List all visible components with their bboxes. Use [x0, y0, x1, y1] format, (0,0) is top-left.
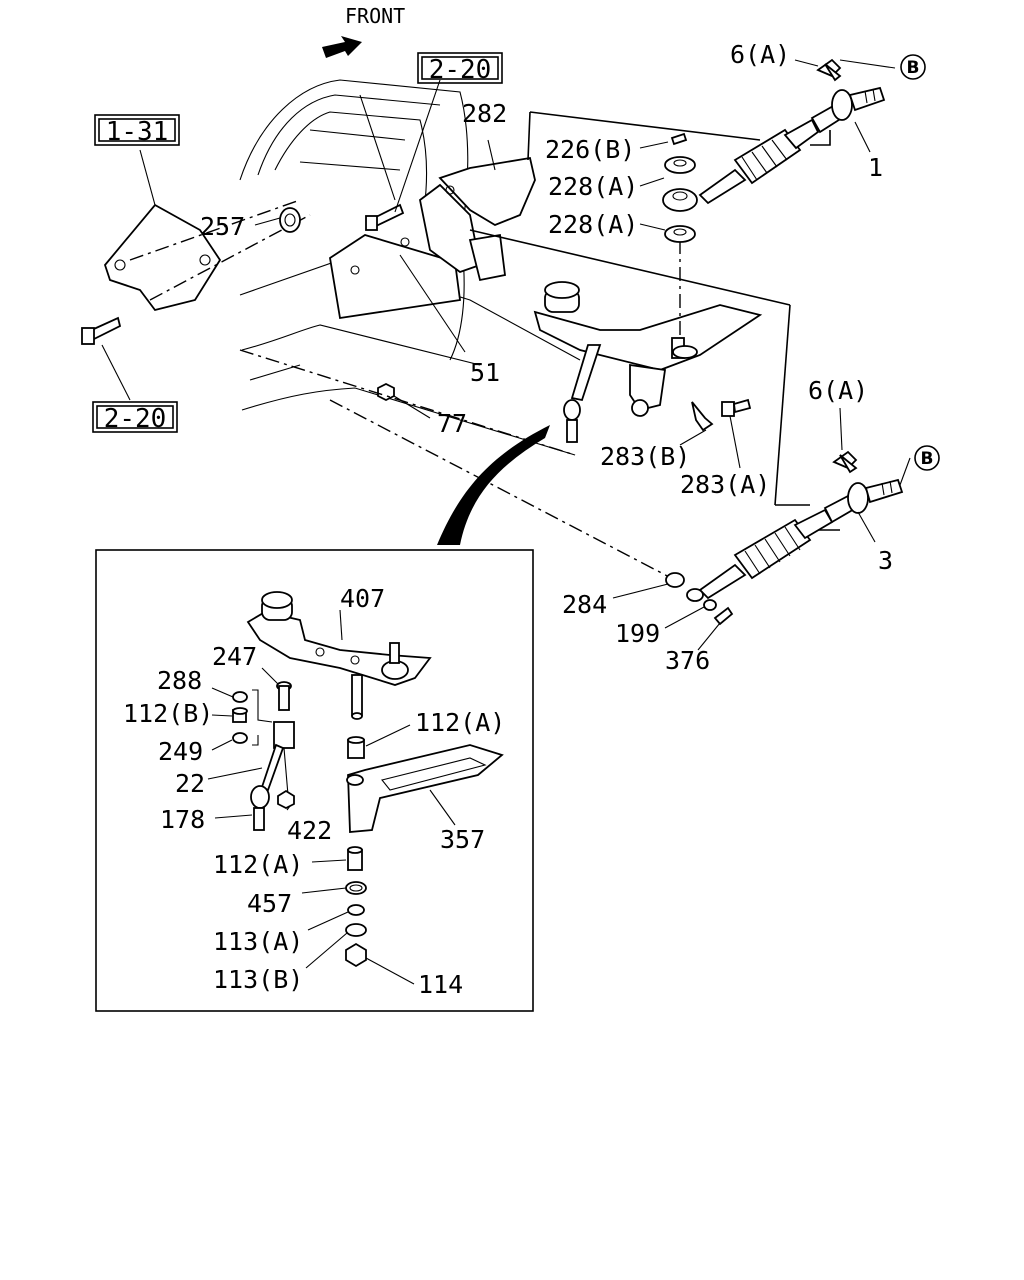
bolt-283a	[721, 398, 752, 417]
nut-77	[377, 382, 395, 402]
pin-376	[713, 606, 734, 626]
label-112a-1: 112(A)	[415, 708, 505, 737]
label-249: 249	[158, 737, 203, 766]
inset-washer-249	[232, 732, 248, 744]
label-51: 51	[470, 358, 500, 387]
leader-lines	[101, 59, 911, 651]
label-1: 1	[868, 153, 883, 182]
inset-oring-457	[345, 881, 367, 895]
label-284: 284	[562, 590, 607, 619]
bolt-left	[81, 316, 122, 345]
label-77: 77	[437, 409, 467, 438]
label-228a-2: 228(A)	[548, 210, 638, 239]
inset-link-22	[260, 721, 295, 796]
inset-bracket-357	[346, 744, 504, 833]
callout-b-top-text: B	[907, 58, 920, 78]
washer-228a-2	[664, 225, 696, 243]
washer-284	[665, 572, 685, 588]
callout-b-bottom: B	[914, 445, 940, 471]
label-282: 282	[462, 99, 507, 128]
inset-nut-422	[277, 789, 295, 810]
callout-b-top: B	[900, 54, 926, 80]
washer-228a-large	[662, 188, 698, 212]
ref-box-2-20-bottom-text: 2-20	[104, 404, 167, 434]
inset-detail: 407 247 288 112(B) 249 22 178 422 112(A)…	[95, 549, 534, 1012]
label-22: 22	[175, 769, 205, 798]
label-114: 114	[418, 970, 463, 999]
label-3: 3	[878, 546, 893, 575]
assembly-frame	[239, 111, 840, 581]
ref-box-2-20-top-text: 2-20	[429, 55, 492, 85]
cable-3	[698, 450, 904, 600]
inset-washer-113a	[347, 904, 365, 916]
label-226b: 226(B)	[545, 135, 635, 164]
ref-box-2-20-bottom: 2-20	[92, 401, 178, 434]
inset-leader-lines	[207, 609, 456, 985]
label-288: 288	[157, 666, 202, 695]
inset-bushing-112b	[232, 707, 248, 723]
inset-labels: 407 247 288 112(B) 249 22 178 422 112(A)…	[123, 584, 505, 999]
inset-shaft	[351, 674, 363, 720]
label-228a-1: 228(A)	[548, 172, 638, 201]
label-407: 407	[340, 584, 385, 613]
bushing-257	[279, 207, 301, 233]
front-arrow-icon	[322, 36, 362, 58]
label-283a: 283(A)	[680, 470, 770, 499]
label-113b: 113(B)	[213, 965, 303, 994]
inset-washer-288	[232, 691, 248, 703]
label-283b: 283(B)	[600, 442, 690, 471]
label-257: 257	[200, 212, 245, 241]
inset-washer-113b	[345, 923, 367, 937]
label-357: 357	[440, 825, 485, 854]
inset-lever-407	[246, 591, 432, 686]
bracket-282	[419, 156, 536, 282]
inset-pin-247	[276, 681, 292, 711]
label-6a-bottom: 6(A)	[808, 376, 868, 405]
label-457: 457	[247, 889, 292, 918]
front-indicator: FRONT	[322, 4, 405, 58]
cable-1	[698, 58, 886, 205]
label-422: 422	[287, 816, 332, 845]
shift-lever-assembly	[533, 281, 763, 443]
part-labels: 6(A) 1 282 226(B) 228(A) 228(A) 257 51 7…	[200, 40, 893, 675]
inset-pointer-arrow-icon	[437, 425, 550, 545]
ref-box-1-31: 1-31	[94, 114, 180, 147]
label-112b: 112(B)	[123, 699, 213, 728]
label-178: 178	[160, 805, 205, 834]
ref-box-2-20-top: 2-20	[417, 52, 503, 85]
inset-ball-joint-178	[250, 785, 270, 831]
callout-b-bottom-text: B	[921, 449, 934, 469]
label-247: 247	[212, 642, 257, 671]
inset-bushing-112a-1	[347, 736, 365, 759]
inset-nut-114	[345, 942, 367, 968]
ref-box-1-31-text: 1-31	[106, 117, 169, 147]
mount-bracket-left	[103, 199, 311, 312]
label-376: 376	[665, 646, 710, 675]
bracket-51	[329, 234, 462, 320]
label-199: 199	[615, 619, 660, 648]
label-113a: 113(A)	[213, 927, 303, 956]
washer-228a-1	[664, 156, 696, 174]
front-label: FRONT	[345, 4, 405, 28]
label-112a-2: 112(A)	[213, 850, 303, 879]
inset-bushing-112a-2	[347, 846, 363, 871]
bolt-283b	[691, 401, 714, 432]
pin-226b	[670, 132, 688, 146]
bolt-top	[365, 203, 405, 231]
washer-199	[686, 588, 717, 611]
label-6a-top: 6(A)	[730, 40, 790, 69]
